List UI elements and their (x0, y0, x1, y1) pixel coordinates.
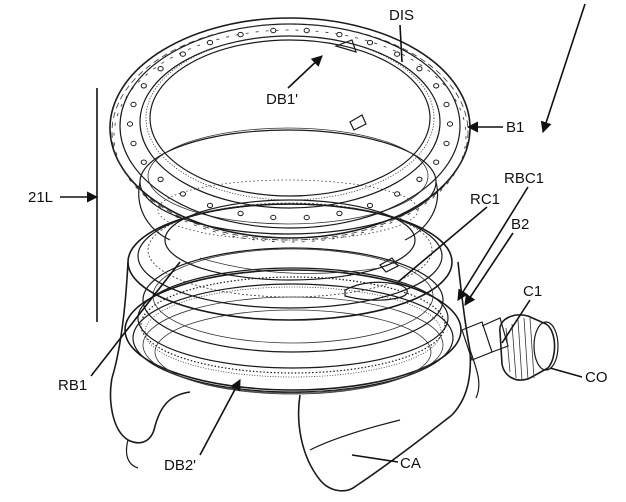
leader-c1 (501, 299, 531, 344)
label-db2: DB2' (164, 457, 196, 474)
bezel-hole (336, 31, 343, 38)
bezel-b1 (109, 17, 471, 243)
bezel-hole (130, 101, 137, 108)
bezel-hole (303, 214, 310, 221)
callout-labels: DIS DB1' B1 21L RBC1 RC1 B2 C1 CO RB1 DB… (28, 7, 608, 474)
bezel-hole (237, 31, 244, 38)
leader-db2 (199, 379, 241, 456)
bezel-hole (206, 39, 214, 46)
bezel-hole (366, 202, 374, 209)
leader-ca (351, 454, 399, 463)
label-b2: B2 (511, 216, 529, 233)
arrow-top-right (540, 3, 586, 134)
bezel-hole (270, 214, 277, 221)
bezel-hole (433, 83, 440, 89)
bezel-hole (336, 210, 343, 217)
leader-lines (60, 3, 586, 463)
bezel-hole (433, 159, 440, 165)
bezel-hole (394, 191, 401, 197)
label-c1: C1 (523, 283, 542, 300)
watch-case (109, 247, 480, 492)
leader-b2 (464, 232, 514, 306)
label-rbc1: RBC1 (504, 170, 544, 187)
bezel-hole (126, 121, 134, 127)
bezel-hole (446, 121, 454, 127)
bezel-hole (140, 159, 147, 165)
bezel-hole (443, 140, 450, 147)
label-21l: 21L (28, 189, 53, 206)
label-co: CO (585, 369, 608, 386)
bezel-hole (130, 140, 137, 147)
leader-dis (399, 24, 403, 63)
leader-rbc1 (457, 186, 529, 301)
bezel-hole (303, 27, 310, 34)
label-db1: DB1' (266, 91, 298, 108)
rotating-ring-rb1 (127, 199, 453, 321)
label-rc1: RC1 (470, 191, 500, 208)
bezel-hole (443, 101, 450, 108)
leader-db1 (287, 55, 323, 89)
bezel-hole (140, 83, 147, 89)
label-rb1: RB1 (58, 377, 87, 394)
label-ca: CA (400, 455, 421, 472)
bezel-hole (237, 210, 244, 217)
inner-ring (138, 114, 438, 241)
bezel-hole (394, 51, 401, 57)
leader-rc1 (397, 206, 488, 283)
bezel-hole (179, 51, 186, 57)
bezel-hole (157, 66, 164, 72)
label-dis: DIS (389, 7, 414, 24)
bezel-hole (206, 202, 214, 209)
leader-rb1 (90, 261, 181, 377)
bezel-hole (270, 27, 277, 34)
bezel-hole (157, 176, 164, 183)
crown-assembly (461, 314, 559, 381)
bezel-hole (179, 191, 186, 197)
bezel-hole (416, 176, 423, 183)
toothed-ring-db2 (137, 267, 449, 378)
bezel-hole (416, 66, 423, 72)
bezel-hole (366, 39, 374, 46)
leader-co (549, 367, 583, 378)
bezel-holes (126, 27, 454, 221)
label-b1: B1 (506, 119, 524, 136)
